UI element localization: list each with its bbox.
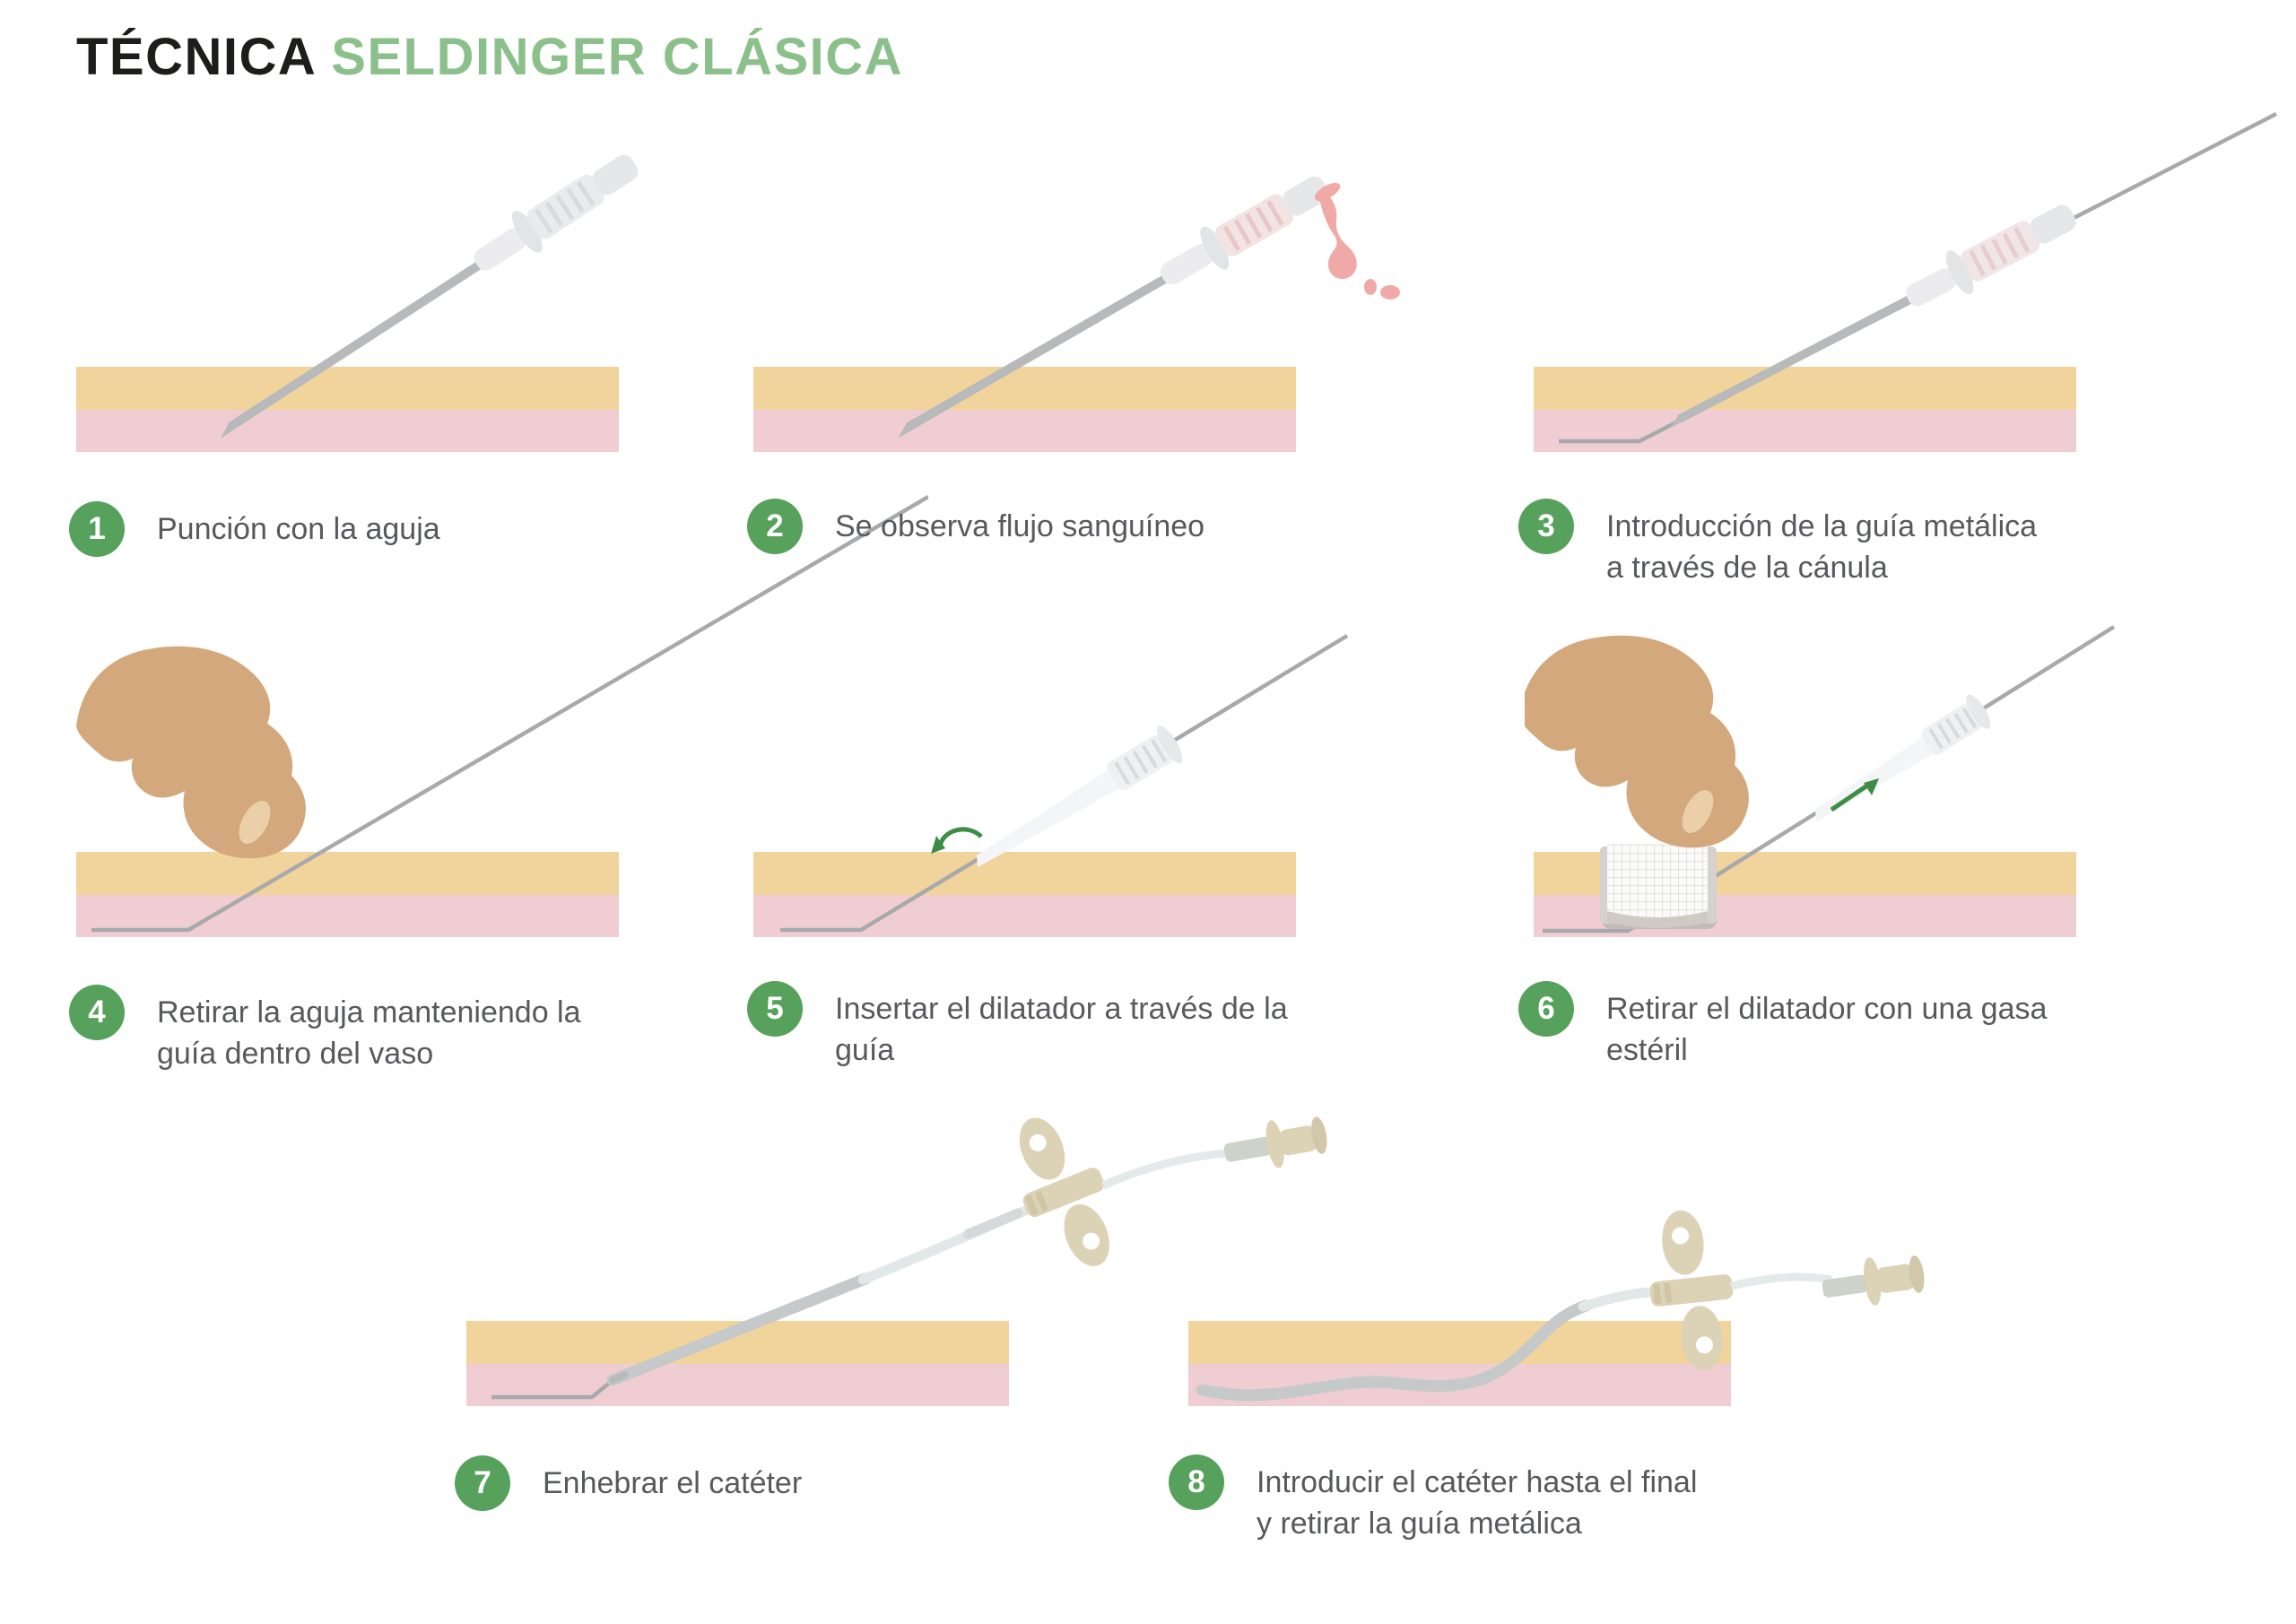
- step8-illustration: [1188, 1210, 1925, 1406]
- catheter-wing-hub-icon: [1019, 1117, 1109, 1266]
- tissue-layers: [76, 852, 619, 937]
- step-caption-8: 8 Introducir el catéter hasta el final y…: [1169, 1455, 1761, 1544]
- step-caption-3: 3 Introducción de la guía metálica a tra…: [1518, 499, 2110, 588]
- step-number: 4: [88, 994, 106, 1029]
- guidewire-icon: [91, 495, 928, 933]
- dilator-icon: [977, 725, 1183, 868]
- guidewire-icon: [1543, 625, 2116, 934]
- blood-drops-icon: [1314, 182, 1400, 300]
- pull-arrow-icon: [1830, 778, 1879, 812]
- step-label: Punción con la aguja: [157, 512, 440, 546]
- guidewire-icon: [491, 1372, 622, 1400]
- needle-icon: [1669, 204, 2076, 429]
- needle-icon: [221, 154, 639, 439]
- tissue-layers: [76, 367, 619, 452]
- step-caption-5: 5 Insertar el dilatador a través de la g…: [747, 981, 1339, 1071]
- step-caption-7: 7 Enhebrar el catéter: [455, 1455, 1047, 1511]
- step-label: Introducción de la guía metálica a travé…: [1606, 509, 2038, 585]
- guidewire-icon: [1559, 111, 2278, 444]
- catheter-tube: [1101, 1149, 1232, 1190]
- step-number-badge: 5: [747, 981, 803, 1037]
- step-number-badge: 2: [747, 499, 803, 554]
- tissue-layers: [1534, 367, 2076, 452]
- tissue-layers: [466, 1321, 1009, 1406]
- step7-illustration: [466, 1116, 1327, 1406]
- step5-illustration: [753, 634, 1349, 937]
- step-number: 8: [1187, 1464, 1205, 1499]
- step-label: Se observa flujo sanguíneo: [835, 509, 1205, 543]
- page-title-dark: TÉCNICA: [76, 28, 317, 86]
- step1-illustration: [76, 154, 639, 452]
- step-number: 7: [474, 1465, 491, 1500]
- tissue-layers: [1534, 852, 2076, 937]
- page-title-green: SELDINGER CLÁSICA: [331, 28, 904, 86]
- tissue-layers: [753, 367, 1296, 452]
- step-number: 5: [766, 991, 784, 1026]
- step2-illustration: [753, 176, 1400, 452]
- tissue-layers: [753, 852, 1296, 937]
- finger-icon: [76, 646, 306, 859]
- step-number: 1: [88, 511, 106, 546]
- step-number: 6: [1537, 991, 1555, 1026]
- finger-icon: [1525, 635, 1749, 848]
- tissue-layers: [1188, 1321, 1731, 1406]
- step3-illustration: [1534, 111, 2278, 452]
- step-label: Retirar el dilatador con una gasa estéri…: [1606, 992, 2048, 1067]
- step-number-badge: 1: [69, 501, 125, 557]
- catheter-wing-hub-icon: [1649, 1210, 1734, 1370]
- guidewire-icon: [780, 634, 1349, 933]
- catheter-cap-icon: [1223, 1116, 1327, 1168]
- rotate-arrow-icon: [931, 827, 983, 854]
- step-label: Enhebrar el catéter: [543, 1466, 803, 1500]
- step-label: Introducir el catéter hasta el final y r…: [1257, 1465, 1698, 1541]
- step-caption-1: 1 Punción con la aguja: [69, 501, 661, 557]
- step-caption-2: 2 Se observa flujo sanguíneo: [747, 499, 1339, 554]
- step-caption-4: 4 Retirar la aguja manteniendo la guía d…: [69, 985, 661, 1074]
- step-caption-6: 6 Retirar el dilatador con una gasa esté…: [1518, 981, 2110, 1071]
- step-number: 2: [766, 508, 784, 543]
- step-number-badge: 7: [455, 1455, 510, 1511]
- step-label: Insertar el dilatador a través de la guí…: [835, 992, 1288, 1067]
- catheter-icon: [1196, 1287, 1654, 1402]
- needle-icon: [898, 176, 1329, 439]
- step-number-badge: 4: [69, 985, 125, 1040]
- step-number: 3: [1537, 508, 1555, 543]
- catheter-tube: [1730, 1272, 1832, 1290]
- step-number-badge: 8: [1169, 1455, 1224, 1510]
- dilator-icon: [1814, 694, 1991, 822]
- step-number-badge: 3: [1518, 499, 1574, 554]
- step-label: Retirar la aguja manteniendo la guía den…: [157, 995, 581, 1071]
- step6-illustration: [1525, 625, 2116, 937]
- catheter-cap-icon: [1822, 1255, 1925, 1306]
- gauze-icon: [1600, 843, 1717, 929]
- catheter-icon: [606, 1203, 1035, 1386]
- step-number-badge: 6: [1518, 981, 1574, 1037]
